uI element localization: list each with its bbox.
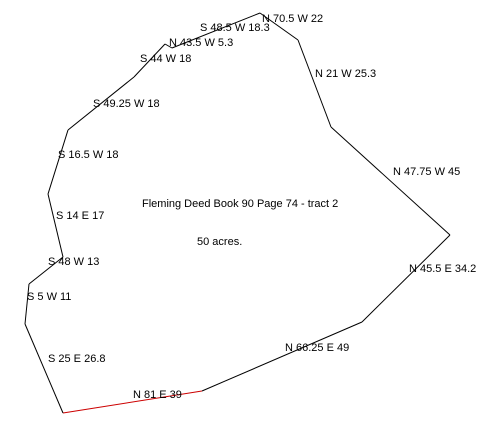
acreage-label: 50 acres.	[197, 236, 242, 248]
boundary-segment	[67, 76, 135, 131]
boundary-segment	[297, 39, 332, 128]
boundary-segment	[259, 12, 299, 41]
call-label: S 5 W 11	[27, 291, 71, 303]
call-label: S 16.5 W 18	[58, 149, 119, 161]
boundary-segment	[330, 126, 451, 236]
boundary-segment	[164, 43, 173, 49]
call-label: N 66.25 E 49	[285, 342, 349, 354]
boundary-segment	[361, 234, 451, 323]
call-label: S 49.25 W 18	[93, 98, 160, 110]
boundary-segment	[24, 283, 30, 325]
call-label: S 48 W 13	[48, 256, 99, 268]
boundary-segment	[24, 323, 64, 414]
call-label: N 81 E 39	[133, 389, 182, 401]
call-label: N 47.75 W 45	[393, 166, 460, 178]
boundary-segment	[47, 129, 69, 195]
deed-title: Fleming Deed Book 90 Page 74 - tract 2	[142, 198, 338, 210]
boundary-segment	[201, 321, 363, 392]
call-label: S 48.5 W 18.3	[200, 22, 270, 34]
boundary-segment	[28, 256, 64, 285]
call-label: S 14 E 17	[56, 210, 104, 222]
boundary-segment	[171, 12, 261, 49]
call-label: N 70.5 W 22	[262, 13, 323, 25]
call-label: N 21 W 25.3	[315, 68, 376, 80]
call-label: S 44 W 18	[140, 53, 191, 65]
closing-segment	[62, 390, 203, 414]
call-label: N 45.5 E 34.2	[409, 263, 476, 275]
boundary-segment	[133, 43, 166, 78]
boundary-segment	[47, 193, 64, 258]
call-label: S 25 E 26.8	[48, 353, 106, 365]
call-label: N 43.5 W 5.3	[169, 37, 233, 49]
